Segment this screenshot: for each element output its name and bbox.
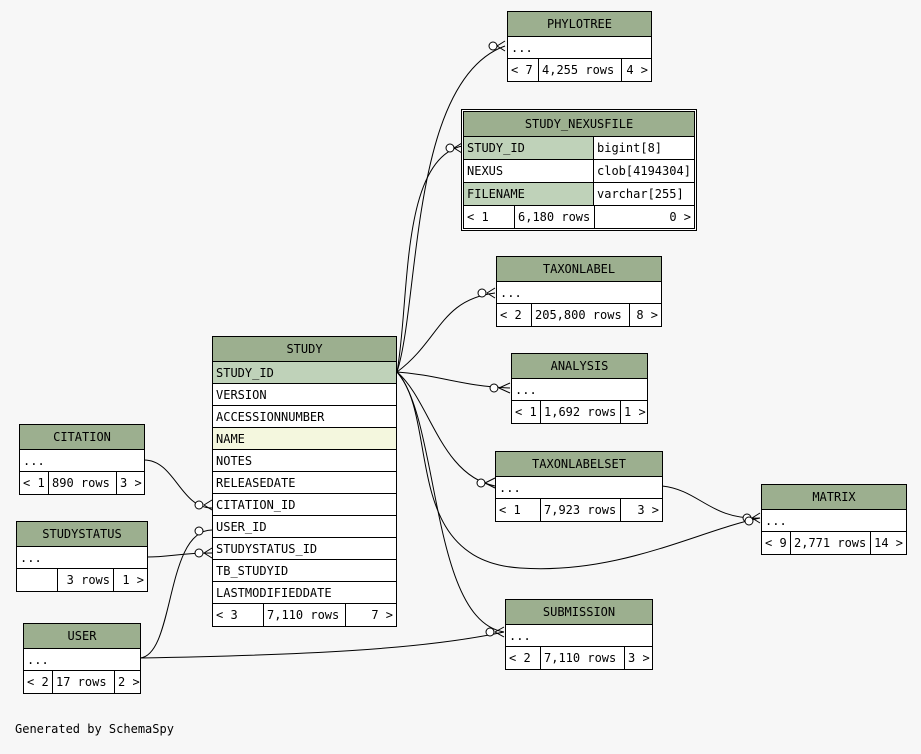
table-name[interactable]: TAXONLABEL bbox=[497, 257, 661, 282]
row-count: 7,110 rows bbox=[263, 604, 345, 626]
table-taxonlabel[interactable]: TAXONLABEL ... < 2 205,800 rows 8 > bbox=[496, 256, 662, 327]
collapsed-columns: ... bbox=[496, 477, 662, 499]
column-version[interactable]: VERSION bbox=[213, 384, 396, 406]
children-count[interactable]: 4 > bbox=[621, 59, 651, 81]
table-footer: < 1 1,692 rows 1 > bbox=[512, 401, 647, 423]
parents-count[interactable] bbox=[17, 569, 57, 591]
children-count[interactable]: 3 > bbox=[620, 499, 662, 521]
collapsed-columns: ... bbox=[762, 510, 906, 532]
parents-count[interactable]: < 7 bbox=[511, 63, 533, 77]
column-releasedate[interactable]: RELEASEDATE bbox=[213, 472, 396, 494]
parents-count[interactable]: < 1 bbox=[515, 405, 537, 419]
table-footer: < 2 7,110 rows 3 > bbox=[506, 647, 652, 669]
row-count: 890 rows bbox=[48, 472, 116, 494]
table-name[interactable]: STUDYSTATUS bbox=[17, 522, 147, 547]
collapsed-columns: ... bbox=[506, 625, 652, 647]
column-type: bigint[8] bbox=[597, 141, 663, 155]
table-citation[interactable]: CITATION ... < 1 890 rows 3 > bbox=[19, 424, 145, 495]
row-count: 4,255 rows bbox=[538, 59, 621, 81]
row-count: 3 rows bbox=[57, 569, 113, 591]
table-footer: < 9 2,771 rows 14 > bbox=[762, 532, 906, 554]
table-analysis[interactable]: ANALYSIS ... < 1 1,692 rows 1 > bbox=[511, 353, 648, 424]
children-count[interactable]: 3 > bbox=[624, 647, 652, 669]
parents-count[interactable]: < 2 bbox=[27, 675, 49, 689]
row-count: 17 rows bbox=[52, 671, 114, 693]
table-footer: < 1 6,180 rows 0 > bbox=[464, 206, 694, 228]
column-study-id[interactable]: STUDY_ID bbox=[464, 137, 594, 159]
table-name[interactable]: PHYLOTREE bbox=[508, 12, 651, 37]
column-type: varchar[255] bbox=[597, 187, 684, 201]
column-study-id[interactable]: STUDY_ID bbox=[213, 362, 396, 384]
table-name[interactable]: MATRIX bbox=[762, 485, 906, 510]
parents-count[interactable]: < 2 bbox=[509, 651, 531, 665]
row-count: 1,692 rows bbox=[540, 401, 620, 423]
column-name[interactable]: NAME bbox=[213, 428, 396, 450]
table-name[interactable]: SUBMISSION bbox=[506, 600, 652, 625]
parents-count[interactable]: < 3 bbox=[216, 608, 238, 622]
table-name[interactable]: STUDY_NEXUSFILE bbox=[464, 112, 694, 137]
children-count[interactable]: 1 > bbox=[620, 401, 647, 423]
collapsed-columns: ... bbox=[17, 547, 147, 569]
column-tb-studyid[interactable]: TB_STUDYID bbox=[213, 560, 396, 582]
parents-count[interactable]: < 9 bbox=[765, 536, 787, 550]
column-studystatus-id[interactable]: STUDYSTATUS_ID bbox=[213, 538, 396, 560]
children-count[interactable]: 1 > bbox=[113, 569, 147, 591]
generated-by-footer: Generated by SchemaSpy bbox=[15, 722, 174, 736]
children-count[interactable]: 14 > bbox=[870, 532, 906, 554]
parents-count[interactable]: < 1 bbox=[499, 503, 521, 517]
table-footer: < 3 7,110 rows 7 > bbox=[213, 604, 396, 626]
children-count[interactable]: 0 > bbox=[594, 206, 694, 228]
column-accessionnumber[interactable]: ACCESSIONNUMBER bbox=[213, 406, 396, 428]
table-name[interactable]: CITATION bbox=[20, 425, 144, 450]
collapsed-columns: ... bbox=[24, 649, 140, 671]
table-footer: < 1 7,923 rows 3 > bbox=[496, 499, 662, 521]
parents-count[interactable]: < 2 bbox=[500, 308, 522, 322]
column-filename[interactable]: FILENAME bbox=[464, 183, 594, 205]
table-studystatus[interactable]: STUDYSTATUS ... 3 rows 1 > bbox=[16, 521, 148, 592]
parents-count[interactable]: < 1 bbox=[467, 210, 489, 224]
table-footer: < 7 4,255 rows 4 > bbox=[508, 59, 651, 81]
row-count: 205,800 rows bbox=[531, 304, 629, 326]
table-submission[interactable]: SUBMISSION ... < 2 7,110 rows 3 > bbox=[505, 599, 653, 670]
column-notes[interactable]: NOTES bbox=[213, 450, 396, 472]
column-lastmodifieddate[interactable]: LASTMODIFIEDDATE bbox=[213, 582, 396, 604]
collapsed-columns: ... bbox=[497, 282, 661, 304]
table-taxonlabelset[interactable]: TAXONLABELSET ... < 1 7,923 rows 3 > bbox=[495, 451, 663, 522]
table-phylotree[interactable]: PHYLOTREE ... < 7 4,255 rows 4 > bbox=[507, 11, 652, 82]
table-study[interactable]: STUDY STUDY_ID VERSION ACCESSIONNUMBER N… bbox=[212, 336, 397, 627]
column-citation-id[interactable]: CITATION_ID bbox=[213, 494, 396, 516]
table-user[interactable]: USER ... < 2 17 rows 2 > bbox=[23, 623, 141, 694]
children-count[interactable]: 7 > bbox=[345, 604, 396, 626]
table-footer: < 1 890 rows 3 > bbox=[20, 472, 144, 494]
table-name[interactable]: USER bbox=[24, 624, 140, 649]
collapsed-columns: ... bbox=[508, 37, 651, 59]
table-name[interactable]: ANALYSIS bbox=[512, 354, 647, 379]
table-footer: < 2 17 rows 2 > bbox=[24, 671, 140, 693]
parents-count[interactable]: < 1 bbox=[23, 476, 45, 490]
collapsed-columns: ... bbox=[512, 379, 647, 401]
column-user-id[interactable]: USER_ID bbox=[213, 516, 396, 538]
row-count: 6,180 rows bbox=[514, 206, 594, 228]
table-name[interactable]: TAXONLABELSET bbox=[496, 452, 662, 477]
table-footer: < 2 205,800 rows 8 > bbox=[497, 304, 661, 326]
column-type: clob[4194304] bbox=[597, 164, 691, 178]
children-count[interactable]: 8 > bbox=[629, 304, 661, 326]
collapsed-columns: ... bbox=[20, 450, 144, 472]
table-name[interactable]: STUDY bbox=[213, 337, 396, 362]
children-count[interactable]: 3 > bbox=[116, 472, 144, 494]
table-matrix[interactable]: MATRIX ... < 9 2,771 rows 14 > bbox=[761, 484, 907, 555]
column-nexus[interactable]: NEXUS bbox=[464, 160, 594, 182]
table-study-nexusfile[interactable]: STUDY_NEXUSFILE STUDY_ID bigint[8] NEXUS… bbox=[461, 109, 697, 231]
row-count: 2,771 rows bbox=[790, 532, 870, 554]
row-count: 7,110 rows bbox=[540, 647, 624, 669]
row-count: 7,923 rows bbox=[540, 499, 620, 521]
children-count[interactable]: 2 > bbox=[114, 671, 140, 693]
table-footer: 3 rows 1 > bbox=[17, 569, 147, 591]
